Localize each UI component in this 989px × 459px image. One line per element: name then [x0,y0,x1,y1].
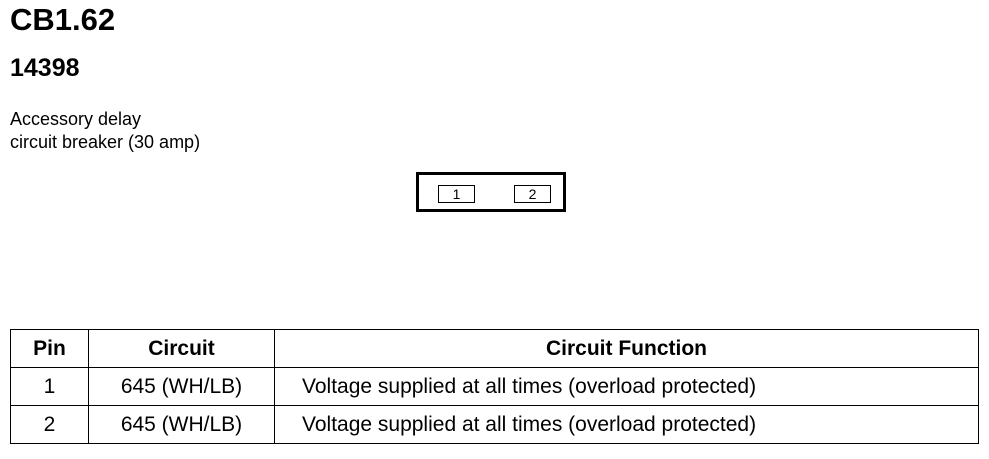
table-header-row: Pin Circuit Circuit Function [10,329,979,368]
connector-diagram: 1 2 [416,172,566,212]
pin-cell: 2 [10,405,89,444]
table-row: 2 645 (WH/LB) Voltage supplied at all ti… [10,405,979,444]
part-number: 14398 [10,54,80,82]
connector-pin-2: 2 [514,185,551,203]
column-header-pin: Pin [10,329,89,368]
column-header-circuit-function: Circuit Function [274,329,979,368]
table-row: 1 645 (WH/LB) Voltage supplied at all ti… [10,367,979,406]
component-description: Accessory delay circuit breaker (30 amp) [10,108,200,154]
circuit-cell: 645 (WH/LB) [88,405,275,444]
circuit-cell: 645 (WH/LB) [88,367,275,406]
circuit-function-cell: Voltage supplied at all times (overload … [274,367,979,406]
connector-pin-1: 1 [438,185,475,203]
description-line-1: Accessory delay [10,109,142,129]
component-code: CB1.62 [10,2,116,37]
pin-table: Pin Circuit Circuit Function 1 645 (WH/L… [10,329,979,444]
circuit-function-cell: Voltage supplied at all times (overload … [274,405,979,444]
pin-cell: 1 [10,367,89,406]
description-line-2: circuit breaker (30 amp) [10,132,201,152]
column-header-circuit: Circuit [88,329,275,368]
